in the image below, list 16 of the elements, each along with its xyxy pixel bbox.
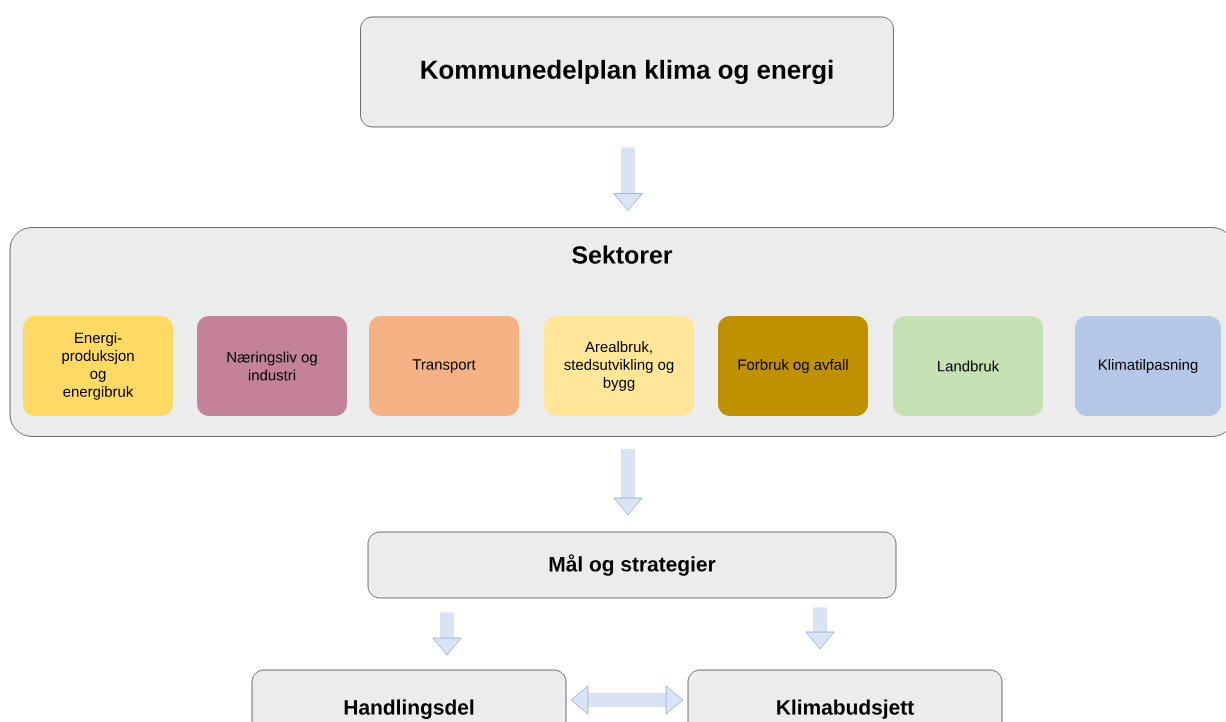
sector-box: Transport [369, 316, 519, 416]
block-arrow [432, 612, 462, 656]
block-arrow [613, 448, 643, 516]
process-box: Kommunedelplan klima og energi [360, 16, 894, 128]
process-box: Klimabudsjett [687, 669, 1003, 722]
sector-box: Landbruk [893, 316, 1043, 416]
process-box: Mål og strategier [367, 531, 897, 599]
sector-box: Næringsliv og industri [197, 316, 347, 416]
process-box: Handlingsdel [251, 669, 567, 722]
block-arrow [613, 147, 643, 211]
block-arrow [805, 607, 835, 650]
sector-box: Forbruk og avfall [718, 316, 868, 416]
sector-box: Energi- produksjon og energibruk [23, 316, 173, 416]
sector-box: Arealbruk, stedsutvikling og bygg [544, 316, 694, 416]
sector-box: Klimatilpasning [1075, 316, 1221, 416]
block-arrow [570, 685, 684, 715]
